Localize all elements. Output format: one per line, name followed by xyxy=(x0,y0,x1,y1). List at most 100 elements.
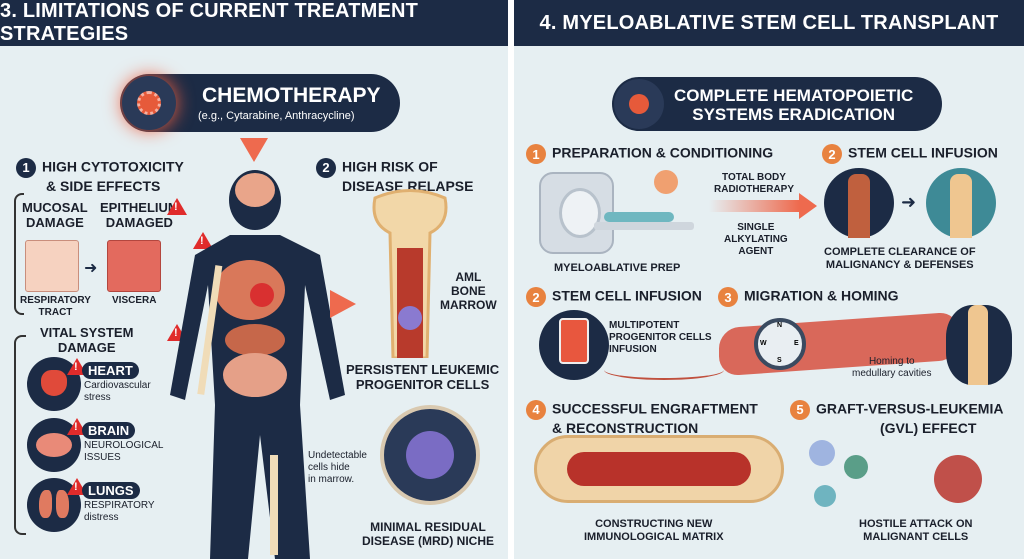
label-line: DAMAGE xyxy=(25,215,84,230)
heading-line: DISEASE RELAPSE xyxy=(342,178,474,194)
desc-line: distress xyxy=(84,512,119,523)
step-number: 2 xyxy=(822,144,842,164)
note-line: in marrow. xyxy=(308,474,355,485)
label-line: CONSTRUCTING NEW xyxy=(595,518,713,530)
myeloablative-prep-label: MYELOABLATIVE PREP xyxy=(554,262,681,274)
damaged-cells-icon xyxy=(107,240,161,292)
heading-line: GRAFT-VERSUS-LEUKEMIA xyxy=(816,400,1004,417)
arrow-icon: ➜ xyxy=(901,192,917,212)
compass-w: W xyxy=(760,340,767,347)
label-line: INFUSION xyxy=(609,344,657,355)
label-line: ALKYLATING xyxy=(724,234,788,245)
note-line: medullary cavities xyxy=(852,368,932,379)
cell-icon xyxy=(614,79,664,129)
heading-line: (GvL) EFFECT xyxy=(880,420,977,436)
step-number: 1 xyxy=(16,158,36,178)
label-line: MALIGNANT CELLS xyxy=(863,531,969,543)
desc-line: NEUROLOGICAL xyxy=(84,440,164,451)
iv-tube xyxy=(604,360,724,380)
heading-line: & SIDE EFFECTS xyxy=(46,178,161,194)
patient-bed xyxy=(594,222,694,230)
mrd-niche-illustration xyxy=(380,405,480,505)
desc-line: Cardiovascular xyxy=(84,380,151,391)
bracket xyxy=(14,193,24,315)
down-arrow-icon xyxy=(240,138,268,162)
label-line: AGENT xyxy=(738,246,774,257)
cleared-bone-icon xyxy=(926,168,996,238)
t-cell-icon xyxy=(814,485,836,507)
malignant-cell-icon xyxy=(934,455,982,503)
step-number: 1 xyxy=(526,144,546,164)
chemotherapy-title: CHEMOTHERAPY xyxy=(202,84,381,107)
warning-icon xyxy=(167,198,187,215)
step-number: 2 xyxy=(316,158,336,178)
label-line: RESPIRATORY xyxy=(20,295,91,306)
step-number: 3 xyxy=(718,287,738,307)
radiation-cell-icon xyxy=(654,170,678,194)
bracket xyxy=(14,335,26,535)
heading-line: HIGH RISK OF xyxy=(342,158,438,175)
scanner-icon xyxy=(539,172,614,254)
label-line: PROGENITOR CELLS xyxy=(609,332,712,343)
label-line: TRACT xyxy=(38,307,73,318)
step-5-heading: 5 GRAFT-VERSUS-LEUKEMIA (GvL) EFFECT xyxy=(790,400,1003,436)
label-line: EPITHELIUM xyxy=(100,200,179,215)
label-line: MULTIPOTENT xyxy=(609,320,680,331)
label-line: HOSTILE ATTACK ON xyxy=(859,518,973,530)
step-number: 4 xyxy=(526,400,546,420)
step-3-heading: 3 MIGRATION & HOMING xyxy=(718,287,899,307)
section-2-heading: 2 HIGH RISK OF DISEASE RELAPSE xyxy=(316,158,473,194)
step-4-heading: 4 SUCCESSFUL ENGRAFTMENT & RECONSTRUCTION xyxy=(526,400,758,436)
transplant-panel: 4. MYELOABLATIVE STEM CELL TRANSPLANT CO… xyxy=(514,0,1024,559)
bone-marrow-illustration xyxy=(372,189,448,358)
bone-matrix-illustration xyxy=(534,435,784,503)
desc-line: stress xyxy=(84,392,111,403)
heading-line: & RECONSTRUCTION xyxy=(552,420,699,436)
note-line: cells hide xyxy=(308,462,350,473)
desc-line: RESPIRATORY xyxy=(84,500,155,511)
step-number: 5 xyxy=(790,400,810,420)
compass-e: E xyxy=(794,340,799,347)
compass-icon: N S E W xyxy=(754,318,806,370)
right-arrow-icon xyxy=(330,290,356,318)
section-1-heading: 1 HIGH CYTOTOXICITY & SIDE EFFECTS xyxy=(16,158,184,194)
heading-text: MIGRATION & HOMING xyxy=(744,287,899,304)
warning-icon xyxy=(193,232,213,249)
chemotherapy-banner: CHEMOTHERAPY (e.g., Cytarabine, Anthracy… xyxy=(120,74,400,132)
vital-item-name: BRAIN xyxy=(82,422,136,439)
virus-icon xyxy=(122,76,176,130)
vital-item-name: LUNGS xyxy=(82,482,140,499)
chemotherapy-examples: (e.g., Cytarabine, Anthracycline) xyxy=(198,110,355,122)
iv-bag-icon xyxy=(539,310,609,380)
t-cell-icon xyxy=(809,440,835,466)
banner-line: SYSTEMS ERADICATION xyxy=(692,105,896,124)
heading-line: SUCCESSFUL ENGRAFTMENT xyxy=(552,400,758,417)
diseased-bone-icon xyxy=(824,168,894,238)
label-line: DAMAGE xyxy=(57,340,116,355)
right-panel-title: 4. MYELOABLATIVE STEM CELL TRANSPLANT xyxy=(514,0,1024,46)
banner-line: COMPLETE HEMATOPOIETIC xyxy=(674,86,914,105)
label-line: DAMAGED xyxy=(105,215,173,230)
label-line: RADIOTHERAPY xyxy=(714,184,795,195)
vital-item-name: HEART xyxy=(82,362,139,379)
label-line: DISEASE (MRD) NICHE xyxy=(362,534,495,548)
heading-line: HIGH CYTOTOXICITY xyxy=(42,158,184,175)
arrow-icon: ➜ xyxy=(84,260,98,277)
left-panel-title: 3. LIMITATIONS OF CURRENT TREATMENT STRA… xyxy=(0,0,508,46)
label-line: AML xyxy=(455,270,482,284)
